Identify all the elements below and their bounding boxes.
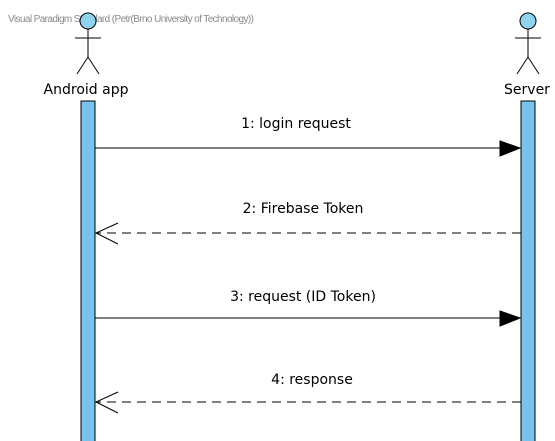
message-2[interactable]: 2: Firebase Token <box>94 201 521 245</box>
stick-figure-actor-icon <box>515 12 541 75</box>
message-label-2: 2: Firebase Token <box>243 201 364 217</box>
lifeline-server[interactable] <box>520 100 536 441</box>
actor-label-android: Android app <box>44 82 129 98</box>
actor-server[interactable]: Server <box>504 12 550 98</box>
message-4[interactable]: 4: response <box>94 372 521 414</box>
message-label-4: 4: response <box>271 372 353 388</box>
lifeline-android[interactable] <box>80 100 96 441</box>
message-label-1: 1: login request <box>241 116 351 132</box>
actor-label-server: Server <box>504 82 550 98</box>
watermark-text: Visual Paradigm Standard (Petr(Brno Univ… <box>8 14 254 25</box>
stick-figure-actor-icon <box>75 12 101 75</box>
filled-arrowhead-icon <box>499 140 522 157</box>
actor-android[interactable]: Android app <box>44 12 129 98</box>
open-arrowhead-icon <box>94 391 119 414</box>
message-label-3: 3: request (ID Token) <box>230 289 376 305</box>
filled-arrowhead-icon <box>499 310 522 327</box>
open-arrowhead-icon <box>94 222 119 245</box>
message-3[interactable]: 3: request (ID Token) <box>95 289 522 327</box>
message-1[interactable]: 1: login request <box>95 116 522 157</box>
